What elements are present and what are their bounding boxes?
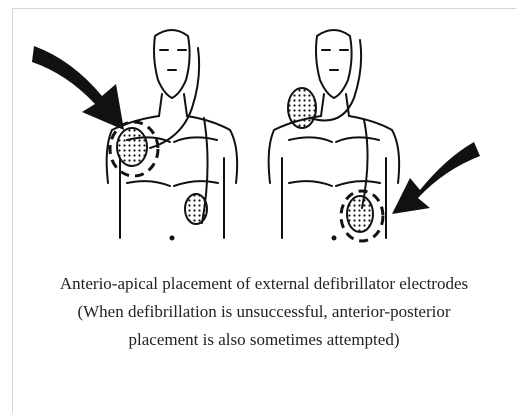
figure-caption: Anterio-apical placement of external def… [52, 270, 476, 354]
arrow-icon [392, 142, 480, 214]
defibrillator-illustration [12, 8, 512, 263]
electrode-pad-icon [341, 191, 383, 241]
electrode-pad-icon [110, 122, 158, 176]
electrode-pad-icon [185, 194, 207, 224]
torso-figure-right [269, 30, 399, 240]
electrode-pad-icon [288, 88, 316, 128]
arrow-icon [32, 46, 124, 130]
